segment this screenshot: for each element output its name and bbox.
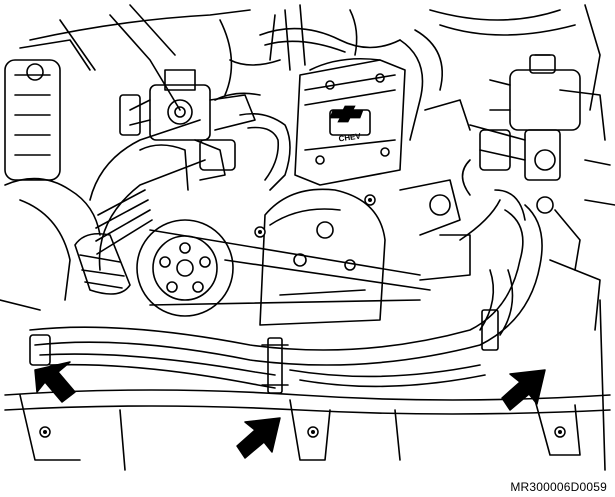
callout-arrow-right — [501, 369, 546, 411]
callout-arrow-left — [34, 361, 76, 403]
chevrolet-emblem: CHEV — [329, 105, 364, 144]
ac-compressor — [259, 188, 386, 326]
wiring-harness — [219, 4, 471, 141]
emblem-text: CHEV — [338, 131, 362, 143]
right-engine-components — [399, 159, 615, 331]
figure-code: MR300006D0059 — [510, 480, 607, 494]
left-fender-housing — [0, 59, 101, 311]
hose-clamp — [29, 309, 499, 394]
throttle-body-assembly — [119, 69, 256, 181]
hvac-hoses — [29, 204, 543, 389]
intake-hose — [214, 92, 291, 191]
air-intake-duct — [74, 119, 206, 295]
drive-belt — [149, 229, 431, 306]
drive-pulley — [136, 219, 234, 317]
callout-arrow-center — [236, 417, 281, 459]
frame-bolts — [39, 194, 566, 438]
upper-body-panel — [19, 4, 601, 111]
brake-master-cylinder — [461, 54, 606, 196]
valve-cover — [294, 57, 406, 186]
